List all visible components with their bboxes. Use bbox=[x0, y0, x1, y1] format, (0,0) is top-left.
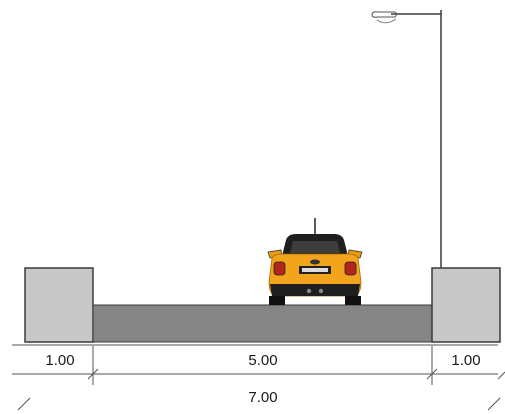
total-width-label: 7.00 bbox=[248, 389, 277, 406]
left-sidewalk-width-label: 1.00 bbox=[45, 352, 74, 369]
right-sidewalk bbox=[431, 267, 501, 343]
dimension-lines bbox=[12, 344, 505, 411]
roadway bbox=[92, 304, 433, 343]
roadway-width-label: 5.00 bbox=[248, 352, 277, 369]
street-lamp-icon bbox=[371, 10, 442, 268]
right-sidewalk-width-label: 1.00 bbox=[451, 352, 480, 369]
car-rear-view-icon bbox=[267, 218, 363, 305]
left-sidewalk bbox=[24, 267, 94, 343]
